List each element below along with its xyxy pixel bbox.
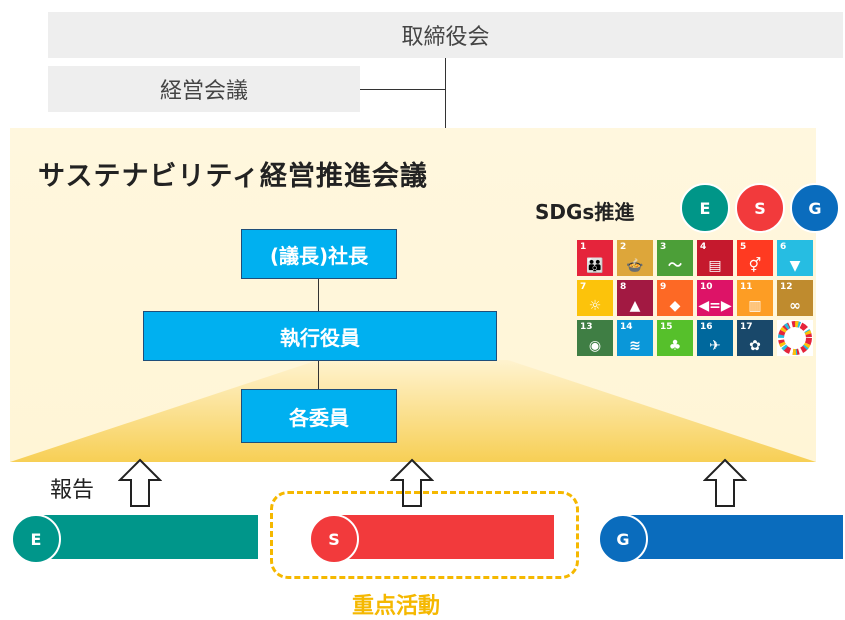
sdg-goal-number: 4 xyxy=(700,242,707,252)
sdg-goal-tile: 12 ∞ xyxy=(777,280,813,316)
fan-shape xyxy=(10,360,816,462)
sdg-goal-number: 15 xyxy=(660,322,673,332)
gender-icon: ⚥ xyxy=(748,258,762,274)
sdg-goal-number: 14 xyxy=(620,322,633,332)
sdg-goal-number: 1 xyxy=(580,242,587,252)
sdg-goal-tile: 11 ▥ xyxy=(737,280,773,316)
sdg-goal-tile xyxy=(777,320,813,356)
s-pillar-bar xyxy=(332,515,554,559)
sdg-goal-tile: 5⚥ xyxy=(737,240,773,276)
sdgs-label: SDGs推進 xyxy=(535,200,635,224)
up-arrow-icon xyxy=(703,458,747,507)
report-label: 報告 xyxy=(50,478,95,503)
city-icon: ▥ xyxy=(748,298,762,314)
e-circle: E xyxy=(680,183,730,233)
sdg-goal-tile: 13 ◉ xyxy=(577,320,613,356)
e-pillar-bar xyxy=(36,515,258,559)
sdg-goal-number: 13 xyxy=(580,322,593,332)
sdg-goal-number: 17 xyxy=(740,322,753,332)
g-pillar-bar xyxy=(622,515,843,559)
members-box: 各委員 xyxy=(241,389,397,443)
executives-box: 執行役員 xyxy=(143,311,497,361)
tree-icon: ♣ xyxy=(668,338,682,354)
sdg-goal-tile: 4▤ xyxy=(697,240,733,276)
sdg-goal-number: 5 xyxy=(740,242,747,252)
sdg-goal-number: 7 xyxy=(580,282,587,292)
board-label: 取締役会 xyxy=(401,25,490,50)
management-label: 経営会議 xyxy=(159,79,248,104)
dove-icon: ✈ xyxy=(709,338,721,354)
heartbeat-icon: 〜 xyxy=(668,258,682,274)
sdg-goal-tile: 15 ♣ xyxy=(657,320,693,356)
up-arrow-icon xyxy=(390,458,434,507)
sdg-goal-number: 10 xyxy=(700,282,713,292)
sdg-goal-tile: 17 ✿ xyxy=(737,320,773,356)
sdg-goal-tile: 10 ◀=▶ xyxy=(697,280,733,316)
sdg-goal-tile: 16 ✈ xyxy=(697,320,733,356)
sdgs-wheel-icon xyxy=(778,321,812,355)
sdg-goal-number: 2 xyxy=(620,242,627,252)
sdg-goal-tile: 9◆ xyxy=(657,280,693,316)
sdg-goal-tile: 8▲ xyxy=(617,280,653,316)
sdg-goal-tile: 14 ≋ xyxy=(617,320,653,356)
s-pillar-circle: S xyxy=(309,514,359,564)
president-box: (議長)社長 xyxy=(241,229,397,279)
management-box: 経営会議 xyxy=(48,66,360,112)
board-box: 取締役会 xyxy=(48,12,843,58)
g-pillar-circle: G xyxy=(598,514,648,564)
panel-title: サステナビリティ経営推進会議 xyxy=(38,161,428,192)
sdg-goal-tile: 7☼ xyxy=(577,280,613,316)
equality-icon: ◀=▶ xyxy=(698,298,732,314)
sdg-goal-tile: 3〜 xyxy=(657,240,693,276)
executives-label: 執行役員 xyxy=(280,325,360,350)
book-icon: ▤ xyxy=(708,258,722,274)
connector-line xyxy=(318,361,319,389)
connector-line xyxy=(445,58,446,128)
up-arrow-icon xyxy=(118,458,162,507)
eye-globe-icon: ◉ xyxy=(588,338,602,354)
water-icon: ▼ xyxy=(789,258,801,274)
infinity-icon: ∞ xyxy=(789,298,801,314)
sdg-goal-number: 6 xyxy=(780,242,787,252)
e-pillar-circle: E xyxy=(11,514,61,564)
connector-line xyxy=(360,89,445,90)
rings-icon: ✿ xyxy=(749,338,761,354)
sdg-goal-number: 9 xyxy=(660,282,667,292)
sdg-goals-grid: 1👪2🍲3〜4▤5⚥6▼7☼8▲9◆10◀=▶11▥12∞13◉14≋15♣16… xyxy=(577,240,815,356)
sdg-goal-number: 12 xyxy=(780,282,793,292)
s-circle: S xyxy=(735,183,785,233)
sdg-goal-tile: 2🍲 xyxy=(617,240,653,276)
connector-line xyxy=(318,279,319,311)
president-label: (議長)社長 xyxy=(269,243,369,268)
sdg-goal-number: 16 xyxy=(700,322,713,332)
g-circle: G xyxy=(790,183,840,233)
members-label: 各委員 xyxy=(289,405,349,430)
sun-icon: ☼ xyxy=(588,298,602,314)
sdg-goal-number: 11 xyxy=(740,282,753,292)
growth-icon: ▲ xyxy=(629,298,641,314)
sdg-goal-number: 8 xyxy=(620,282,627,292)
sdg-goal-tile: 6▼ xyxy=(777,240,813,276)
cubes-icon: ◆ xyxy=(669,298,681,314)
people-icon: 👪 xyxy=(586,258,604,274)
fish-icon: ≋ xyxy=(629,338,641,354)
sdg-goal-tile: 1👪 xyxy=(577,240,613,276)
focus-dashed-frame xyxy=(270,491,579,579)
bowl-icon: 🍲 xyxy=(626,258,644,274)
focus-label: 重点活動 xyxy=(352,594,441,619)
sdg-goal-number: 3 xyxy=(660,242,667,252)
